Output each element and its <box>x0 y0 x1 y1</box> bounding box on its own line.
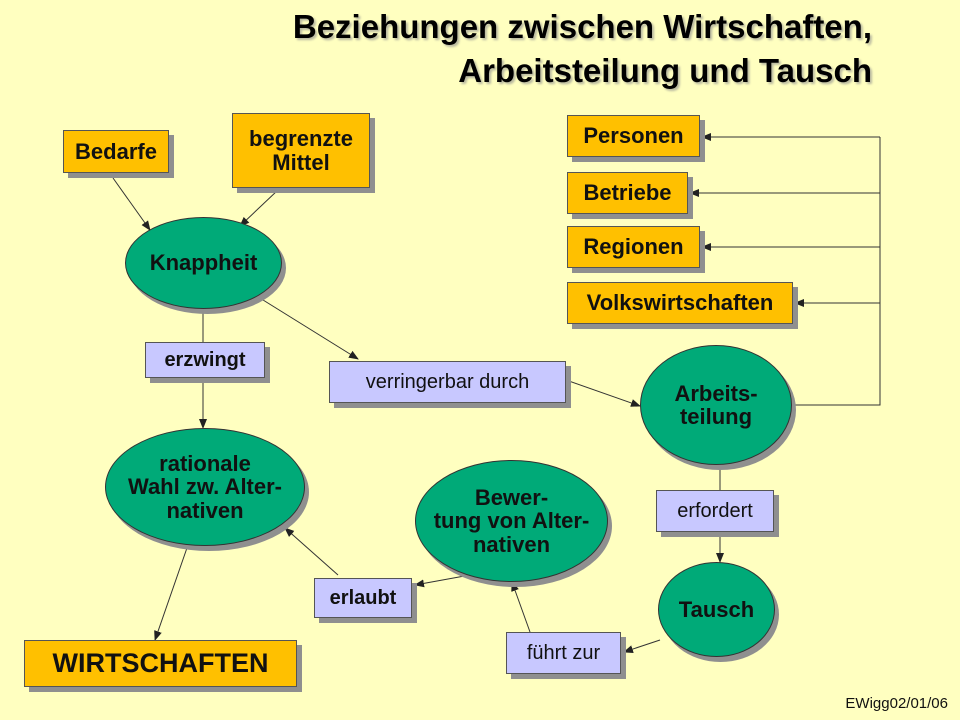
rationale-wahl-ellipse: rationale Wahl zw. Alter- nativen <box>105 428 305 546</box>
arrow-erlaubt-rationale <box>284 527 339 576</box>
volkswirtschaften-box: Volkswirtschaften <box>567 282 793 324</box>
arrow-bedarfe-knappheit <box>112 177 151 231</box>
bewertung-ellipse: Bewer- tung von Alter- nativen <box>415 460 608 582</box>
arrow-verringerbar-arbeitsteilung <box>565 379 641 407</box>
arrow-mittel-knappheit <box>239 189 279 227</box>
regionen-box: Regionen <box>567 226 700 268</box>
title-line-2: Arbeitsteilung und Tausch <box>458 52 872 89</box>
line-arbeitsteilung-bracket <box>790 137 881 406</box>
arrow-knappheit-verringerbar <box>254 294 359 360</box>
line-bewertung-erlaubt <box>414 574 471 588</box>
personen-box: Personen <box>567 115 700 157</box>
arbeitsteilung-ellipse: Arbeits- teilung <box>640 345 792 465</box>
tausch-ellipse: Tausch <box>658 562 775 657</box>
title-line-1: Beziehungen zwischen Wirtschaften, <box>292 8 872 45</box>
arrow-rationale-wirtschaften <box>154 544 189 641</box>
knappheit-ellipse: Knappheit <box>125 217 282 309</box>
bedarfe-box: Bedarfe <box>63 130 169 173</box>
arrow-fuehrt-bewertung <box>511 581 531 633</box>
erlaubt-box: erlaubt <box>314 578 412 618</box>
wirtschaften-box: WIRTSCHAFTEN <box>24 640 297 687</box>
betriebe-box: Betriebe <box>567 172 688 214</box>
footer-code: EWigg02/01/06 <box>845 695 948 712</box>
verringerbar-durch-box: verringerbar durch <box>329 361 566 403</box>
fuehrt-zur-box: führt zur <box>506 632 621 674</box>
erzwingt-box: erzwingt <box>145 342 265 378</box>
begrenzte-mittel-box: begrenzte Mittel <box>232 113 370 188</box>
arrow-tausch-fuehrt <box>623 639 661 653</box>
erfordert-box: erfordert <box>656 490 774 532</box>
